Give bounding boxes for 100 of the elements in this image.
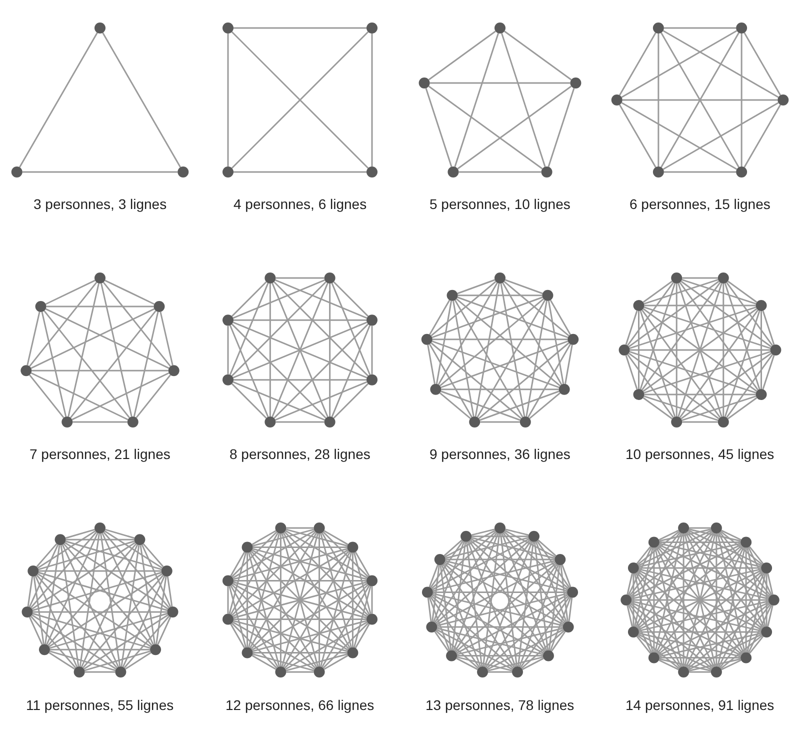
vertex-dot: [568, 334, 579, 345]
crossing-lines: [678, 282, 722, 418]
vertex-dot: [648, 652, 660, 664]
vertex-dot: [242, 647, 253, 658]
vertex-dot: [736, 166, 748, 178]
vertex-dot: [222, 374, 234, 386]
vertex-dot: [652, 166, 664, 178]
vertex-dot: [652, 22, 664, 34]
vertex-dot: [761, 562, 772, 574]
vertex-dot: [736, 22, 748, 34]
vertex-dot: [421, 334, 432, 345]
vertex-dot: [366, 614, 378, 625]
vertex-dot: [54, 534, 66, 546]
crossing-lines: [642, 308, 758, 392]
vertex-dot: [528, 530, 540, 542]
vertex-dot: [710, 666, 722, 678]
graph-caption: 4 personnes, 6 lignes: [234, 196, 367, 212]
vertex-dot: [11, 166, 22, 178]
vertex-dot: [633, 389, 644, 400]
graph-caption: 5 personnes, 10 lignes: [430, 196, 570, 212]
crossing-lines: [684, 532, 716, 668]
vertex-dot: [448, 166, 459, 178]
vertex-dot: [718, 272, 729, 284]
vertex-dot: [446, 650, 458, 662]
vertex-dot: [264, 416, 276, 428]
vertex-dot: [366, 575, 378, 586]
vertex-dot: [154, 301, 165, 312]
vertex-dot: [768, 594, 780, 606]
vertex-dot: [710, 522, 722, 534]
vertex-dot: [756, 389, 767, 400]
vertex-dot: [778, 94, 789, 106]
vertex-dot: [542, 650, 554, 662]
graph-caption: 14 personnes, 91 lignes: [626, 696, 774, 714]
vertex-dot: [222, 166, 234, 178]
vertex-dot: [761, 626, 772, 638]
vertex-dot: [150, 644, 162, 656]
vertex-dot: [366, 166, 378, 178]
graph-caption: 10 personnes, 45 lignes: [626, 446, 774, 462]
graph-caption: 13 personnes, 78 lignes: [426, 696, 574, 714]
vertex-dot: [620, 594, 632, 606]
vertex-dot: [94, 272, 106, 284]
vertex-dot: [178, 166, 189, 178]
vertex-dot: [770, 344, 782, 356]
vertex-dot: [115, 666, 126, 678]
graph-caption: 7 personnes, 21 lignes: [30, 446, 170, 462]
graph-caption: 8 personnes, 28 lignes: [230, 446, 370, 462]
vertex-dot: [541, 166, 552, 178]
vertex-dot: [28, 565, 39, 576]
vertex-dot: [648, 536, 660, 548]
vertex-dot: [512, 666, 523, 678]
vertex-dot: [494, 272, 506, 284]
vertex-dot: [422, 586, 433, 598]
vertex-dot: [20, 365, 32, 376]
vertex-dot: [324, 416, 336, 428]
vertex-dot: [94, 22, 106, 34]
graph-caption: 6 personnes, 15 lignes: [630, 196, 770, 212]
vertex-dot: [426, 621, 438, 632]
vertex-dot: [628, 562, 639, 574]
graph-caption: 3 personnes, 3 lignes: [34, 196, 167, 212]
vertex-dot: [35, 301, 46, 312]
vertex-dot: [520, 416, 531, 428]
vertex-dot: [718, 416, 729, 428]
vertex-dot: [127, 416, 138, 428]
vertex-dot: [222, 575, 234, 586]
crossing-lines: [660, 32, 740, 168]
vertex-dot: [324, 272, 336, 284]
vertex-dot: [678, 522, 690, 534]
graph-caption: 9 personnes, 36 lignes: [430, 446, 570, 462]
crossing-lines: [281, 532, 319, 668]
crossing-lines: [232, 581, 368, 619]
vertex-dot: [222, 22, 234, 34]
crossing-lines: [272, 282, 328, 418]
vertex-dot: [22, 606, 33, 618]
vertex-dot: [168, 365, 180, 376]
vertex-dot: [469, 416, 480, 428]
vertex-dot: [554, 554, 566, 566]
vertex-dot: [62, 416, 73, 428]
vertex-dot: [477, 666, 488, 678]
vertex-dot: [38, 644, 50, 656]
vertex-dot: [494, 22, 506, 34]
crossing-lines: [656, 546, 744, 654]
vertex-dot: [314, 666, 325, 678]
vertex-dot: [671, 416, 682, 428]
vertex-dot: [347, 647, 358, 658]
vertex-dot: [167, 606, 178, 618]
graph-caption: 12 personnes, 66 lignes: [226, 696, 374, 714]
crossing-lines: [231, 31, 369, 169]
vertex-dot: [366, 374, 378, 386]
vertex-dot: [671, 272, 682, 284]
vertex-dot: [314, 522, 325, 534]
vertex-dot: [430, 384, 442, 395]
vertex-dot: [460, 530, 472, 542]
vertex-dot: [740, 652, 752, 664]
vertex-dot: [275, 666, 286, 678]
vertex-dot: [161, 565, 172, 576]
vertex-dot: [562, 621, 574, 632]
vertex-dot: [494, 522, 506, 534]
vertex-dot: [633, 300, 644, 311]
vertex-dot: [678, 666, 690, 678]
vertex-dot: [264, 272, 276, 284]
